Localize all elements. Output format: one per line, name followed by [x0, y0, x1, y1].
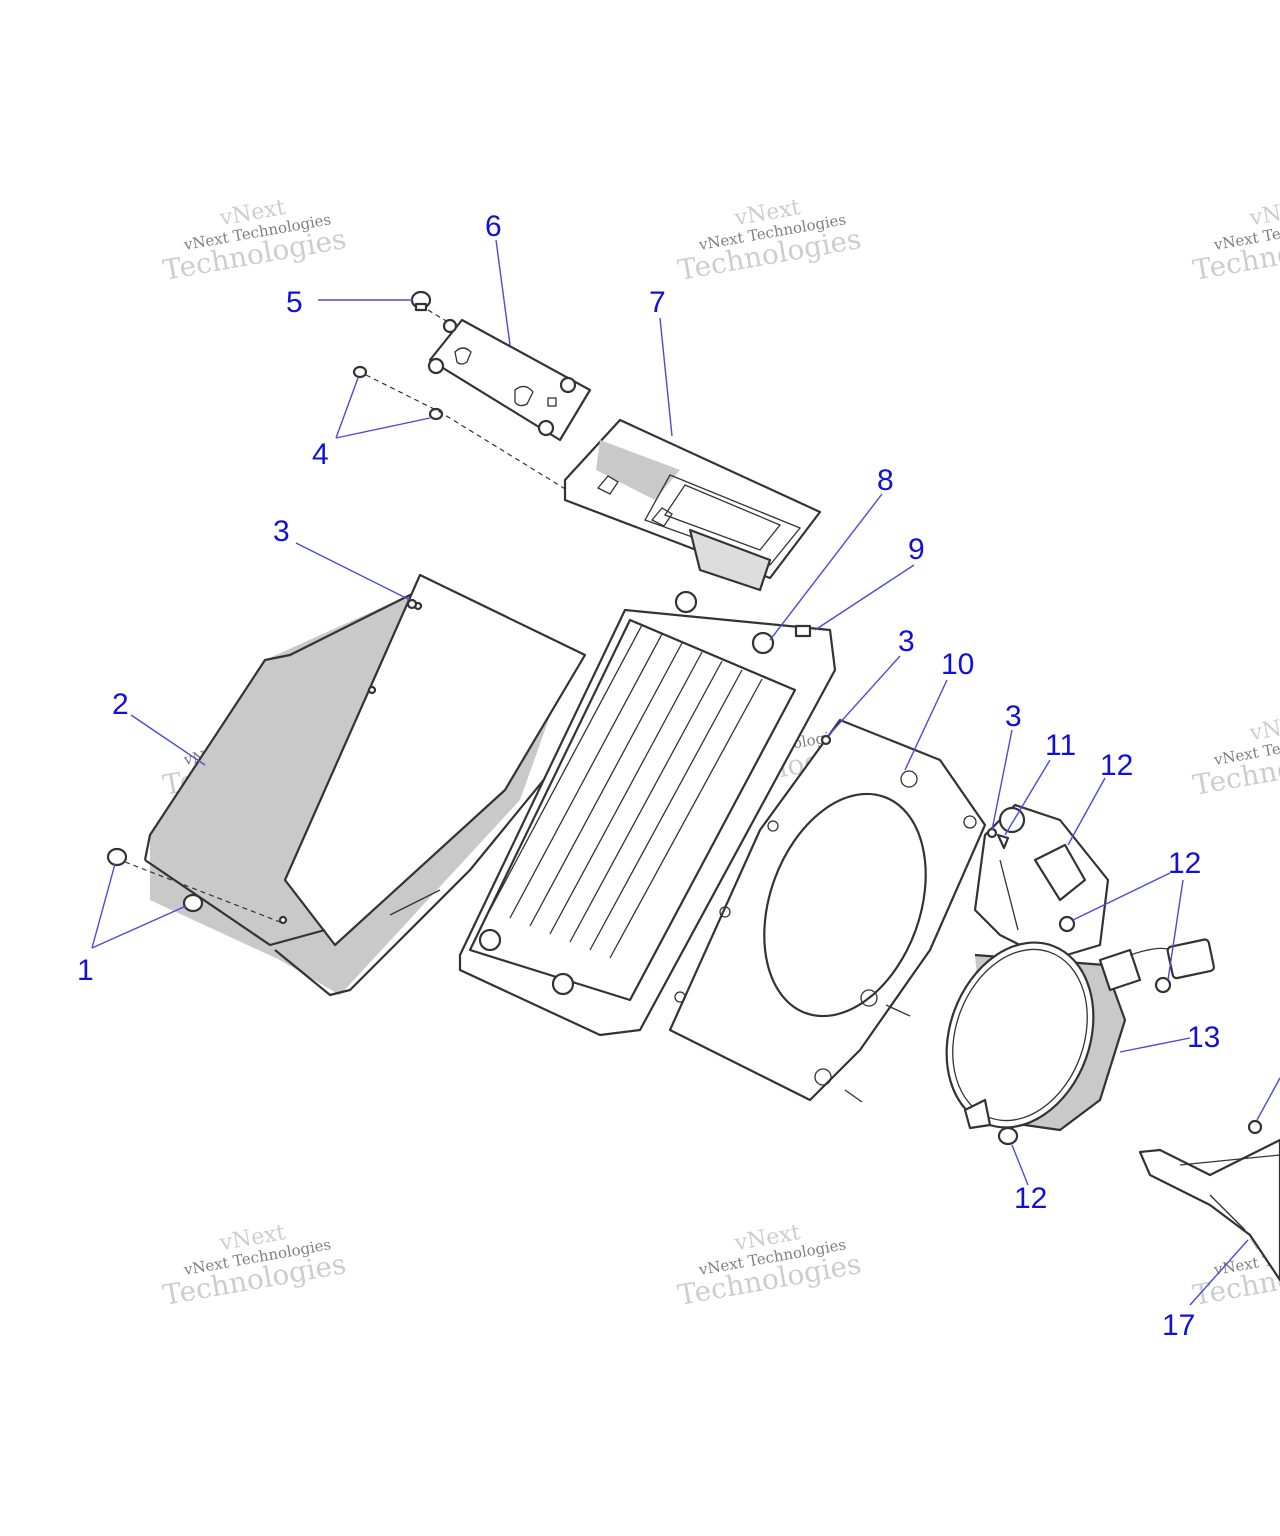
screw-part-4-upper: [352, 365, 368, 379]
bolt-part-1-lower: [182, 893, 204, 913]
bolt-part-12-a: [1058, 915, 1076, 933]
watermark: vNext vNext Technologies Technologies: [1190, 710, 1280, 802]
callout-7: 7: [649, 286, 666, 319]
screw-part-4-lower: [428, 407, 444, 421]
cap-part-9: [794, 624, 812, 638]
callout-9: 9: [908, 533, 925, 566]
callout-10: 10: [941, 648, 974, 681]
callout-12: 12: [1100, 749, 1133, 782]
fan-bracket-part-12: [973, 803, 1110, 962]
module-housing-part-7: [563, 418, 822, 592]
callout-6: 6: [485, 210, 502, 243]
screw-part-3-shroud: [406, 598, 418, 610]
connector: [1166, 938, 1215, 980]
shroud-part-2: [143, 573, 587, 997]
bracket-part-17: [1138, 1119, 1280, 1282]
callout-13: 13: [1187, 1021, 1220, 1054]
leader-lines: [91, 239, 1280, 1306]
watermark: vNext vNext Technologies Technologies: [160, 195, 348, 287]
callout-17: 17: [1162, 1309, 1195, 1342]
bolt-part-1-upper: [106, 847, 128, 867]
watermark: vNext vNext Technologies Technologies: [675, 1220, 863, 1312]
clip-part-11: [996, 833, 1010, 850]
radiator-fins: [489, 624, 763, 959]
bolt-part-5: [410, 290, 432, 312]
assembly-dashline: [124, 861, 281, 923]
bolt-part-12-c: [997, 1126, 1019, 1146]
callout-4: 4: [312, 438, 329, 471]
callout-8: 8: [877, 464, 894, 497]
bracket-plate-part-6: [427, 318, 592, 442]
callout-11: 11: [1045, 729, 1076, 762]
fan-shroud-plate-part-10: [668, 718, 987, 1102]
screw-part-3-bracket: [986, 827, 998, 839]
callout-12: 12: [1014, 1182, 1047, 1215]
fan-part-13: [945, 938, 1215, 1132]
bolt-part-12-b: [1154, 976, 1172, 994]
callout-labels: 1 2 3 3 3 4 5 6 7 8 9 10 11 12 12 12 13 …: [77, 210, 1220, 1342]
callout-3: 3: [898, 625, 915, 658]
callout-1: 1: [77, 954, 94, 987]
callout-2: 2: [112, 688, 129, 721]
callout-12: 12: [1168, 847, 1201, 880]
assembly-dashline: [427, 309, 449, 323]
watermark: vNext vNext Technologies Technologies: [675, 195, 863, 287]
callout-3: 3: [1005, 700, 1022, 733]
callout-5: 5: [286, 286, 303, 319]
radiator-part-8: [458, 590, 837, 1037]
callout-3: 3: [273, 515, 290, 548]
watermark: vNext vNext Technologies Technologies: [1190, 195, 1280, 287]
watermark: vNext vNext Technologies Technologies: [160, 1220, 348, 1312]
screw-part-3-plate: [820, 734, 832, 746]
